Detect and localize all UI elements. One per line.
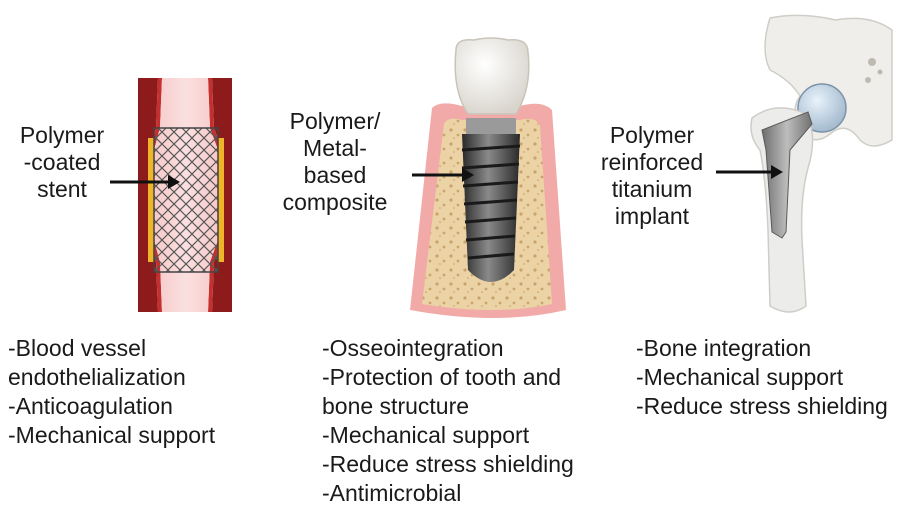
benefit-item: -Reduce stress shielding [636, 392, 888, 421]
benefit-item: -Mechanical support [636, 363, 888, 392]
hip-benefits: -Bone integration -Mechanical support -R… [636, 334, 888, 421]
benefit-item: -Bone integration [636, 334, 888, 363]
